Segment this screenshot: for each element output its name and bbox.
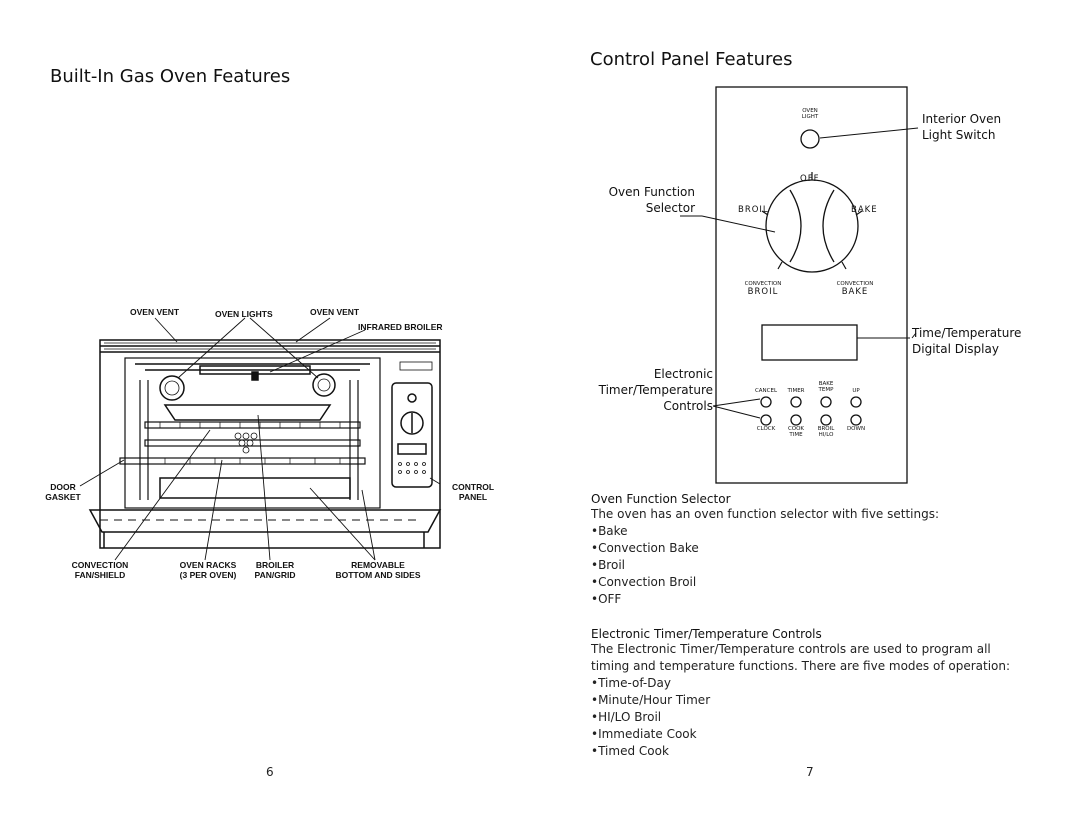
- left-page-title: Built-In Gas Oven Features: [50, 66, 291, 87]
- section-timer-controls: Electronic Timer/Temperature Controls Th…: [591, 627, 1036, 760]
- section2-heading: Electronic Timer/Temperature Controls: [591, 627, 822, 641]
- dial-conv-bake-label: CONVECTION BAKE: [836, 281, 874, 297]
- section2-list: Time-of-Day Minute/Hour Timer HI/LO Broi…: [591, 675, 1036, 760]
- oven-racks: [119, 421, 366, 465]
- list-item: OFF: [591, 591, 1031, 608]
- digital-display: [761, 324, 858, 361]
- btn-cancel[interactable]: CANCEL: [754, 388, 778, 394]
- label-oven-vent-right: OVEN VENT: [310, 307, 360, 317]
- btn-down[interactable]: DOWN: [846, 426, 866, 432]
- list-item: Immediate Cook: [591, 726, 1036, 743]
- control-panel-outline: [715, 86, 908, 484]
- dial-off-label: OFF: [800, 174, 820, 184]
- oven-light-switch: [800, 129, 820, 149]
- list-item: Time-of-Day: [591, 675, 1036, 692]
- oven-cavity: [124, 357, 381, 509]
- section2-text-1: The Electronic Timer/Temperature control…: [591, 642, 991, 656]
- list-item: Convection Broil: [591, 574, 1031, 591]
- oven-housing: [99, 339, 441, 549]
- label-infrared-broiler: INFRARED BROILER: [358, 322, 443, 332]
- page-number-left: 6: [266, 765, 274, 779]
- dial-broil-label: BROIL: [738, 205, 769, 215]
- btn-up[interactable]: UP: [852, 388, 860, 394]
- oven-function-dial: [765, 179, 859, 273]
- section1-heading: Oven Function Selector: [591, 492, 731, 506]
- label-oven-vent-left: OVEN VENT: [130, 307, 180, 317]
- dial-bake-label: BAKE: [851, 205, 878, 215]
- section2-text-2: timing and temperature functions. There …: [591, 659, 1011, 673]
- btn-timer[interactable]: TIMER: [787, 388, 805, 394]
- dial-conv-broil-label: CONVECTION BROIL: [744, 281, 782, 297]
- label-oven-racks: OVEN RACKS(3 PER OVEN): [179, 560, 237, 580]
- list-item: Broil: [591, 557, 1031, 574]
- oven-light-right: [312, 373, 336, 397]
- section-oven-function-selector: Oven Function Selector The oven has an o…: [591, 492, 1031, 608]
- list-item: Bake: [591, 523, 1031, 540]
- convection-fan: [234, 432, 258, 454]
- oven-light-left: [159, 375, 185, 401]
- mini-control-panel: [391, 382, 433, 488]
- removable-bottom: [159, 477, 351, 499]
- right-page-title: Control Panel Features: [590, 49, 793, 70]
- label-oven-lights: OVEN LIGHTS: [215, 309, 273, 319]
- page-number-right: 7: [806, 765, 814, 779]
- list-item: Convection Bake: [591, 540, 1031, 557]
- list-item: Timed Cook: [591, 743, 1036, 760]
- section1-list: Bake Convection Bake Broil Convection Br…: [591, 523, 1031, 608]
- list-item: Minute/Hour Timer: [591, 692, 1036, 709]
- list-item: HI/LO Broil: [591, 709, 1036, 726]
- btn-clock[interactable]: CLOCK: [756, 426, 776, 432]
- timer-buttons: [760, 396, 862, 426]
- section1-text: The oven has an oven function selector w…: [591, 507, 940, 521]
- broiler-pan: [163, 404, 332, 421]
- oven-door: [88, 509, 442, 533]
